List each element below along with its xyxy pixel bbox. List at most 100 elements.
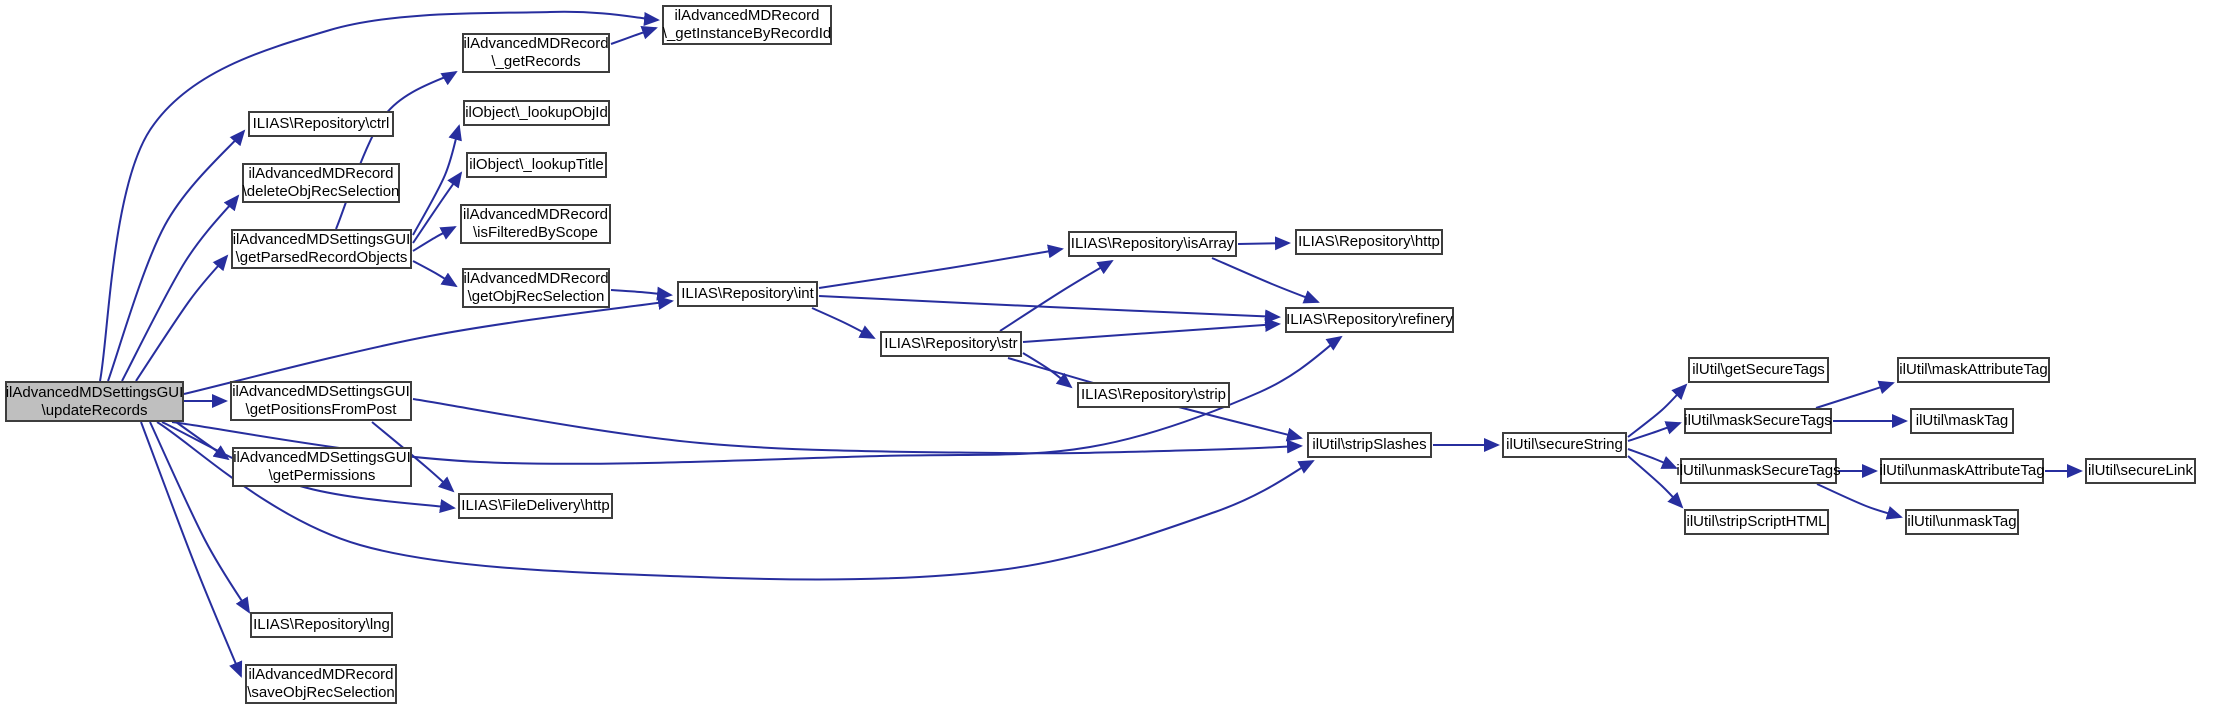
node-label: \updateRecords <box>41 401 148 419</box>
edge-getRecords-getInstanceByRecordId <box>610 26 658 45</box>
node-isFilteredByScope[interactable]: ilAdvancedMDRecord\isFilteredByScope <box>460 204 611 244</box>
node-label: ilAdvancedMDSettingsGUI <box>232 231 411 248</box>
node-getPositionsFromPost[interactable]: ilAdvancedMDSettingsGUI\getPositionsFrom… <box>230 381 412 421</box>
node-label: ilAdvancedMDSettingsGUI <box>232 383 410 400</box>
node-label: ilUtil\secureLink <box>2087 462 2194 479</box>
node-label: ILIAS\Repository\ctrl <box>252 115 390 132</box>
node-label: ilAdvancedMDRecord <box>248 666 394 683</box>
node-label: \isFilteredByScope <box>472 224 599 241</box>
edge-secureString-unmaskSecureTags <box>1627 448 1678 469</box>
node-label: ILIAS\Repository\str <box>884 335 1018 352</box>
edge-getPositionsFromPost-stripSlashes <box>412 398 1303 455</box>
node-label: ilAdvancedMDRecord <box>462 206 609 223</box>
edge-updateRecords-saveObjRecSelection <box>140 421 243 678</box>
node-stripScriptHTML[interactable]: ilUtil\stripScriptHTML <box>1684 509 1829 535</box>
node-deleteObjRecSelection[interactable]: ilAdvancedMDRecord\deleteObjRecSelection <box>242 163 400 203</box>
edge-repoStr-repoIsArray <box>999 259 1114 332</box>
node-label: ILIAS\FileDelivery\http <box>461 497 610 514</box>
node-label: ilUtil\secureString <box>1506 436 1623 453</box>
node-label: \deleteObjRecSelection <box>242 183 400 200</box>
node-secureLink[interactable]: ilUtil\secureLink <box>2085 458 2196 484</box>
node-getObjRecSelection[interactable]: ilAdvancedMDRecord\getObjRecSelection <box>462 268 610 308</box>
node-label: ilUtil\getSecureTags <box>1692 361 1825 378</box>
node-label: ILIAS\Repository\lng <box>253 616 390 633</box>
node-repoLng[interactable]: ILIAS\Repository\lng <box>250 612 393 638</box>
node-label: ILIAS\Repository\int <box>681 285 814 302</box>
node-repoStrip[interactable]: ILIAS\Repository\strip <box>1077 382 1230 408</box>
node-repoCtrl[interactable]: ILIAS\Repository\ctrl <box>248 111 394 137</box>
edge-repoIsArray-repoHttp <box>1237 236 1291 251</box>
node-getRecords[interactable]: ilAdvancedMDRecord\_getRecords <box>462 33 610 73</box>
node-lookupTitle[interactable]: ilObject\_lookupTitle <box>466 152 607 178</box>
node-label: ILIAS\Repository\isArray <box>1070 235 1235 252</box>
node-label: ilObject\_lookupObjId <box>465 104 608 121</box>
node-label: ILIAS\Repository\strip <box>1080 386 1227 403</box>
node-getPermissions[interactable]: ilAdvancedMDSettingsGUI\getPermissions <box>232 447 412 487</box>
node-label: \_getRecords <box>491 53 581 70</box>
node-maskSecureTags[interactable]: ilUtil\maskSecureTags <box>1684 408 1832 434</box>
edge-updateRecords-repoInt <box>183 296 674 395</box>
edge-repoStr-repoRefinery <box>1022 317 1281 343</box>
node-unmaskAttributeTag[interactable]: ilUtil\unmaskAttributeTag <box>1879 458 2045 484</box>
node-label: ilUtil\maskTag <box>1915 412 2009 429</box>
node-unmaskSecureTags[interactable]: ilUtil\unmaskSecureTags <box>1676 458 1841 484</box>
node-label: ilAdvancedMDRecord <box>463 270 609 287</box>
node-getParsedRecordObjects[interactable]: ilAdvancedMDSettingsGUI\getParsedRecordO… <box>231 229 412 269</box>
edge-updateRecords-deleteObjRecSelection <box>121 194 240 382</box>
edge-secureString-getSecureTags <box>1627 383 1688 438</box>
node-label: ilUtil\maskAttributeTag <box>1899 361 2048 378</box>
node-label: ilUtil\unmaskSecureTags <box>1676 462 1841 479</box>
node-label: ilUtil\unmaskTag <box>1907 513 2017 530</box>
edge-getParsedRecordObjects-getObjRecSelection <box>412 260 458 288</box>
edge-unmaskSecureTags-unmaskTag <box>1816 483 1903 520</box>
edge-updateRecords-stripSlashes <box>156 421 1315 581</box>
node-label: ILIAS\Repository\http <box>1298 233 1440 250</box>
node-secureString[interactable]: ilUtil\secureString <box>1502 432 1627 458</box>
edge-getObjRecSelection-repoInt <box>610 286 673 301</box>
node-repoHttp[interactable]: ILIAS\Repository\http <box>1295 229 1443 255</box>
edge-updateRecords-repoLng <box>149 421 251 614</box>
node-label: ilUtil\unmaskAttributeTag <box>1879 462 2045 479</box>
edge-updateRecords-getPermissions <box>175 421 230 461</box>
node-label: ilObject\_lookupTitle <box>469 156 604 173</box>
edge-repoInt-repoIsArray <box>818 244 1064 289</box>
node-repoStr[interactable]: ILIAS\Repository\str <box>880 331 1022 357</box>
node-label: \_getInstanceByRecordId <box>662 25 832 42</box>
edge-repoIsArray-repoRefinery <box>1211 257 1320 304</box>
node-maskAttributeTag[interactable]: ilUtil\maskAttributeTag <box>1897 357 2050 383</box>
node-saveObjRecSelection[interactable]: ilAdvancedMDRecord\saveObjRecSelection <box>245 664 397 704</box>
node-repoIsArray[interactable]: ILIAS\Repository\isArray <box>1068 231 1237 257</box>
node-getSecureTags[interactable]: ilUtil\getSecureTags <box>1688 357 1829 383</box>
node-fileDeliveryHttp[interactable]: ILIAS\FileDelivery\http <box>458 493 613 519</box>
node-lookupObjId[interactable]: ilObject\_lookupObjId <box>463 100 610 126</box>
node-label: ilAdvancedMDSettingsGUI <box>5 383 184 401</box>
node-repoRefinery[interactable]: ILIAS\Repository\refinery <box>1285 307 1454 333</box>
node-unmaskTag[interactable]: ilUtil\unmaskTag <box>1905 509 2019 535</box>
node-maskTag[interactable]: ilUtil\maskTag <box>1910 408 2014 434</box>
edge-updateRecords-getParsedRecordObjects <box>135 254 229 382</box>
node-stripSlashes[interactable]: ilUtil\stripSlashes <box>1307 432 1432 458</box>
edge-maskSecureTags-maskAttributeTag <box>1815 380 1895 409</box>
node-label: \getParsedRecordObjects <box>235 249 408 266</box>
node-repoInt[interactable]: ILIAS\Repository\int <box>677 281 818 307</box>
node-label: \getPositionsFromPost <box>245 401 397 418</box>
edge-secureString-stripScriptHTML <box>1627 455 1684 509</box>
node-label: \getObjRecSelection <box>467 288 605 305</box>
edge-repoInt-repoRefinery <box>818 295 1281 324</box>
node-label: \saveObjRecSelection <box>247 684 395 701</box>
edge-getParsedRecordObjects-isFilteredByScope <box>412 226 457 252</box>
node-label: ilUtil\stripSlashes <box>1312 436 1427 453</box>
node-label: ilUtil\stripScriptHTML <box>1686 513 1827 530</box>
node-getInstanceByRecordId[interactable]: ilAdvancedMDRecord\_getInstanceByRecordI… <box>662 5 832 45</box>
node-label: ilUtil\maskSecureTags <box>1684 412 1832 429</box>
node-label: ilAdvancedMDRecord <box>248 165 394 182</box>
edge-repoInt-repoStr <box>811 307 876 339</box>
node-label: ilAdvancedMDRecord <box>463 35 609 52</box>
node-label: ILIAS\Repository\refinery <box>1286 311 1453 328</box>
edge-getPositionsFromPost-fileDeliveryHttp <box>371 421 455 493</box>
edge-updateRecords-repoCtrl <box>107 129 246 382</box>
edge-secureString-maskSecureTags <box>1627 421 1682 442</box>
node-label: ilAdvancedMDRecord <box>674 7 820 24</box>
